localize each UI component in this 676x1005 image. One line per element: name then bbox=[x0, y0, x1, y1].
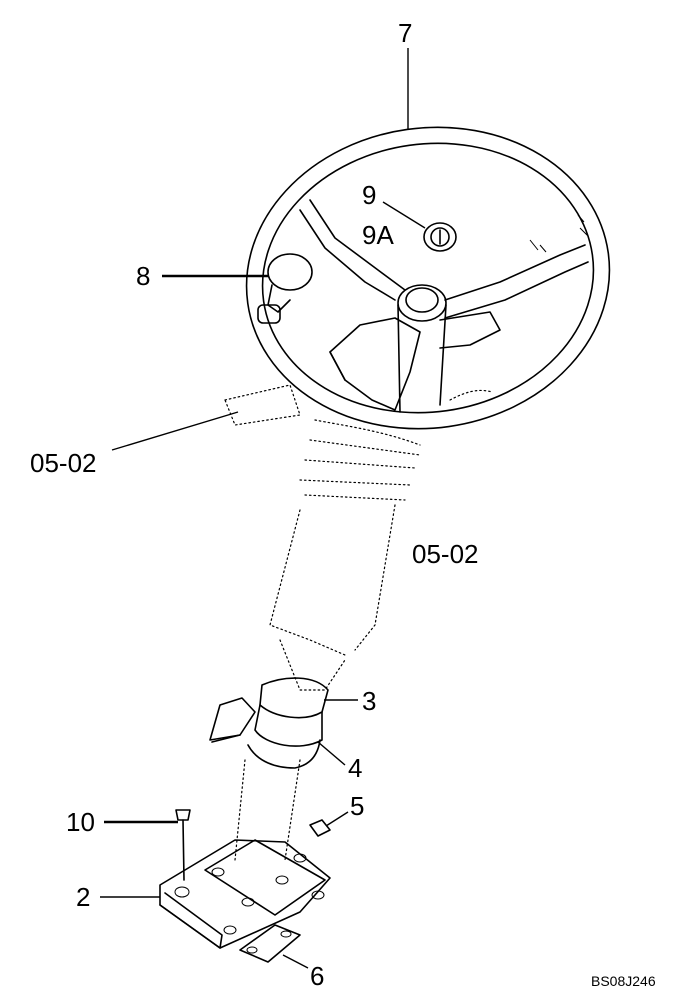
steering-wheel bbox=[245, 126, 611, 430]
callout-0502-left: 05-02 bbox=[30, 448, 97, 478]
callout-0502-right: 05-02 bbox=[412, 539, 479, 569]
leader-0502-left bbox=[111, 411, 239, 451]
spinner-knob bbox=[257, 253, 313, 324]
bolt bbox=[175, 809, 191, 881]
callout-7: 7 bbox=[398, 18, 412, 48]
leader-6 bbox=[282, 954, 309, 969]
lower-bracket bbox=[239, 924, 301, 963]
steering-column-reference bbox=[224, 384, 421, 861]
column-boot-and-bracket bbox=[209, 677, 329, 769]
callout-3: 3 bbox=[362, 686, 376, 716]
clip-fastener bbox=[309, 819, 331, 837]
callout-2: 2 bbox=[76, 882, 90, 912]
horn-button-cap bbox=[423, 222, 457, 252]
leader-5 bbox=[325, 811, 349, 827]
callout-6: 6 bbox=[310, 961, 324, 991]
callout-4: 4 bbox=[348, 753, 362, 783]
mounting-base-plate bbox=[159, 839, 331, 949]
callout-10: 10 bbox=[66, 807, 95, 837]
reference-code: BS08J246 bbox=[591, 973, 656, 989]
leader-9 bbox=[382, 201, 426, 229]
callout-5: 5 bbox=[350, 791, 364, 821]
leader-4 bbox=[317, 741, 346, 766]
callout-9a: 9A bbox=[362, 220, 394, 250]
callout-8: 8 bbox=[136, 261, 150, 291]
callout-9: 9 bbox=[362, 180, 376, 210]
